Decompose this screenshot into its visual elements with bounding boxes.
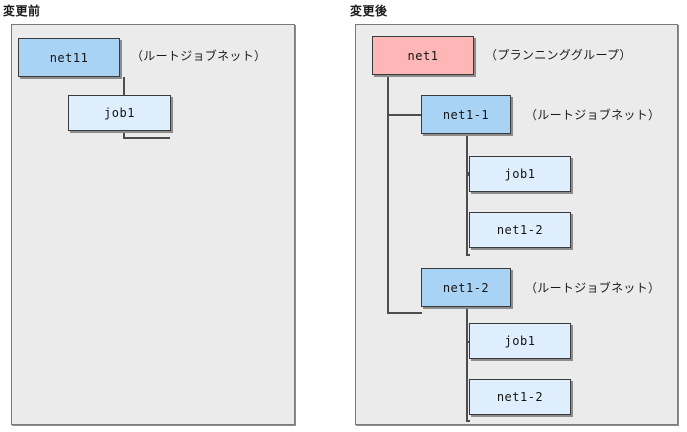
net11-node-label: net11 <box>49 50 89 65</box>
net1-1-net1-2-node-label: net1-2 <box>496 223 544 237</box>
before-panel: net11 job1 （ルートジョブネット） <box>11 24 295 425</box>
after-panel-title: 変更後 <box>350 4 388 18</box>
net1-1-net1-2-node[interactable]: net1-2 <box>469 212 571 248</box>
net1-2-node[interactable]: net1-2 <box>421 268 511 307</box>
connector-net1-1-trunk-vertical <box>466 134 468 256</box>
connector-net1-1-to-job1 <box>466 173 470 175</box>
root-jobnet-annotation: （ルートジョブネット） <box>131 49 267 63</box>
connector-net1-1-child-24-h <box>466 174 470 176</box>
job1-node[interactable]: job1 <box>68 95 171 131</box>
net1-node-label: net1 <box>407 48 439 63</box>
net1-node[interactable]: net1 <box>372 36 474 75</box>
net1-2-node-label: net1-2 <box>442 280 490 295</box>
net1-1-job1-node-label: job1 <box>504 167 536 181</box>
net1-1-node[interactable]: net1-1 <box>421 95 511 134</box>
net1-2-net1-2-node[interactable]: net1-2 <box>469 379 571 415</box>
after-panel: net1 net1-1 job1 net1-2 net1-2 job1 net1… <box>355 24 678 425</box>
before-panel-title: 変更前 <box>3 4 41 18</box>
connector-net1-to-net1-1-horizontal <box>387 114 422 116</box>
planning-group-annotation: （プランニンググループ） <box>485 48 632 62</box>
connector-net11-to-job1-horizontal <box>123 137 170 139</box>
root-jobnet-annotation-1: （ルートジョブネット） <box>525 108 661 122</box>
net11-node[interactable]: net11 <box>18 38 120 77</box>
connector-net1-2-to-net1-2 <box>466 420 470 422</box>
connector-net1-trunk-vertical <box>387 75 389 314</box>
connector-net1-2-to-job1 <box>466 341 470 343</box>
job1-node-label: job1 <box>104 106 135 120</box>
connector-net1-1-to-net1-2 <box>466 254 470 256</box>
root-jobnet-annotation-2: （ルートジョブネット） <box>525 281 661 295</box>
net1-2-job1-node-label: job1 <box>504 334 536 348</box>
connector-net1-2-trunk-vertical <box>466 307 468 422</box>
net1-1-job1-node[interactable]: job1 <box>469 156 571 192</box>
connector-net1-to-net1-2-horizontal <box>387 312 422 314</box>
net1-1-node-label: net1-1 <box>442 107 490 122</box>
net1-2-job1-node[interactable]: job1 <box>469 323 571 359</box>
net1-2-net1-2-node-label: net1-2 <box>496 390 544 404</box>
